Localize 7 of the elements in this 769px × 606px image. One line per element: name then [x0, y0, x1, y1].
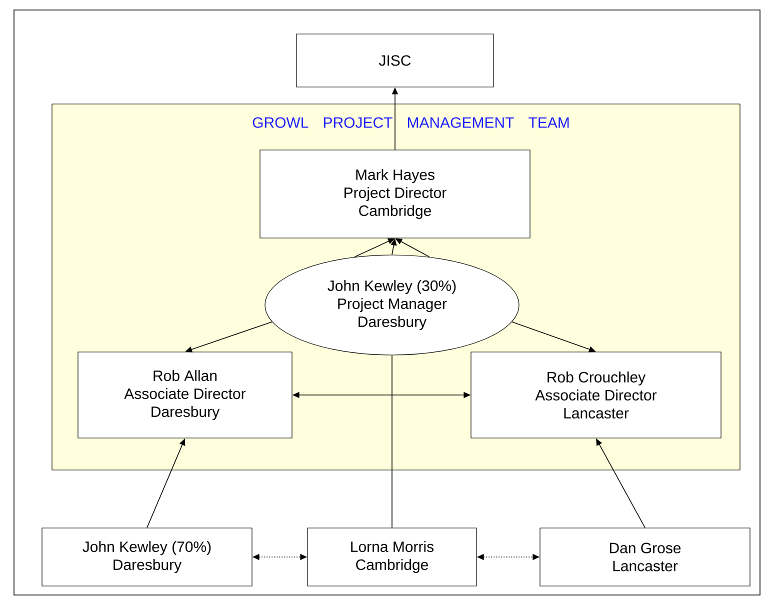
- person-box: JISC: [296, 34, 494, 88]
- person-box: Lorna Morris Cambridge: [307, 528, 477, 586]
- person-box: Dan Grose Lancaster: [540, 528, 750, 586]
- person-box: Rob Allan Associate Director Daresbury: [78, 352, 292, 438]
- person-box: Mark Hayes Project Director Cambridge: [260, 150, 530, 238]
- person-box: Rob Crouchley Associate Director Lancaster: [470, 352, 722, 438]
- person-box: John Kewley (70%) Daresbury: [42, 528, 252, 586]
